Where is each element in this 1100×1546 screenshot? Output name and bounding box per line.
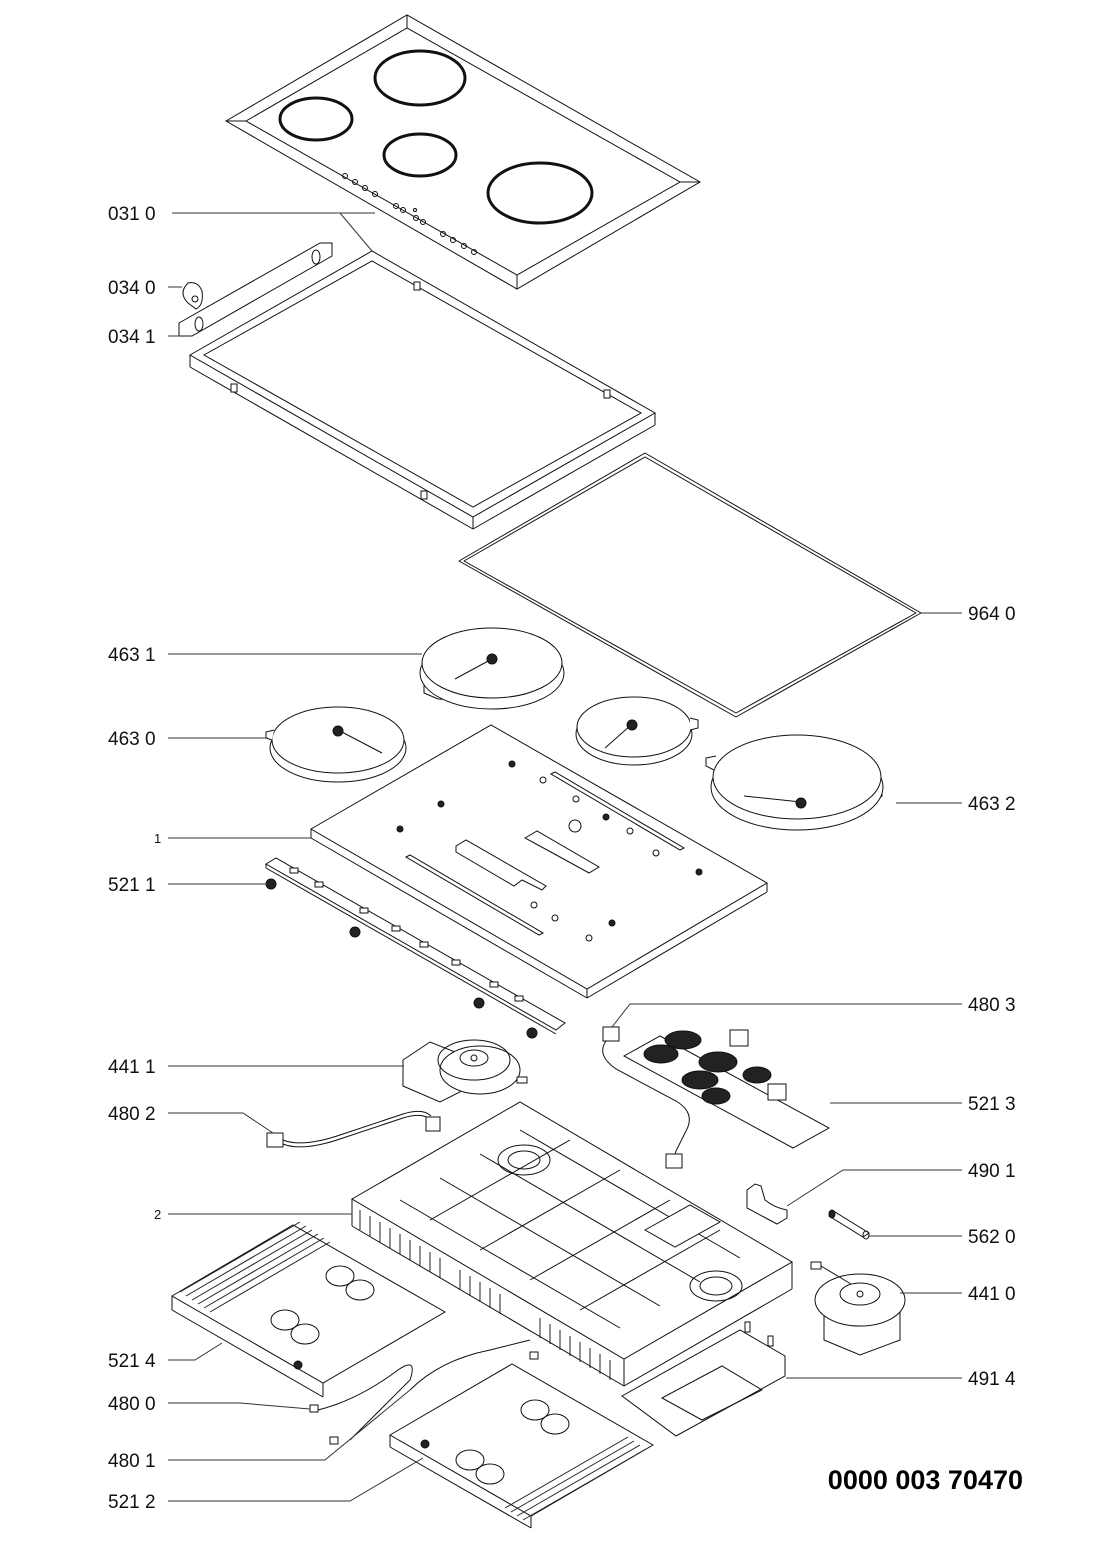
harness-4801-drawing <box>409 1339 539 1391</box>
label-5212[interactable]: 521 2 <box>108 1492 156 1513</box>
label-0310[interactable]: 031 0 <box>108 204 156 225</box>
leader-lines <box>168 212 962 1502</box>
power-module-5214-drawing <box>171 1221 447 1398</box>
control-strip-drawing <box>265 857 566 1039</box>
housing-fins <box>359 1210 611 1380</box>
label-4632[interactable]: 463 2 <box>968 794 1016 815</box>
label-4411[interactable]: 441 1 <box>108 1057 156 1078</box>
part-labels: 031 0 034 0 034 1 964 0 463 1 463 0 463 … <box>108 204 1016 1513</box>
label-0340[interactable]: 034 0 <box>108 278 156 299</box>
power-module-5212-drawing <box>389 1363 654 1529</box>
hob-top-drawing <box>225 14 702 290</box>
harness-4800-drawing <box>309 1364 413 1445</box>
label-9640[interactable]: 964 0 <box>968 604 1016 625</box>
label-4802[interactable]: 480 2 <box>108 1104 156 1125</box>
frame-drawing <box>188 250 657 530</box>
coil-4631-drawing <box>419 627 565 710</box>
leader-4801 <box>168 1389 411 1461</box>
fan-4410-drawing <box>810 1261 906 1356</box>
label-4801[interactable]: 480 1 <box>108 1451 156 1472</box>
filter-board-drawing <box>602 1026 831 1169</box>
label-5620[interactable]: 562 0 <box>968 1227 1016 1248</box>
label-4901[interactable]: 490 1 <box>968 1161 1016 1182</box>
coil-4632-drawing <box>705 734 884 831</box>
leader-4802 <box>168 1112 274 1134</box>
label-4803[interactable]: 480 3 <box>968 995 1016 1016</box>
leader-4803 <box>611 1003 962 1028</box>
cover-plate-drawing <box>621 1321 786 1437</box>
label-4914[interactable]: 491 4 <box>968 1369 1016 1390</box>
label-4800[interactable]: 480 0 <box>108 1394 156 1415</box>
support-plate-drawing <box>310 724 768 999</box>
document-number: 0000 003 70470 <box>828 1465 1023 1495</box>
coil-4630-drawing <box>265 706 407 783</box>
label-1[interactable]: 1 <box>154 831 161 846</box>
label-5214[interactable]: 521 4 <box>108 1351 156 1372</box>
label-4630[interactable]: 463 0 <box>108 729 156 750</box>
label-5213[interactable]: 521 3 <box>968 1094 1016 1115</box>
clip-drawing <box>182 282 203 310</box>
bottom-housing-drawing <box>351 1101 793 1387</box>
cable-holder-drawing <box>746 1183 788 1225</box>
touch-control-marks <box>342 173 477 255</box>
housing-grid <box>399 1129 741 1329</box>
leader-4901 <box>786 1169 962 1207</box>
leader-5212 <box>168 1457 424 1502</box>
label-0341[interactable]: 034 1 <box>108 327 156 348</box>
leader-5214 <box>168 1342 223 1361</box>
label-4410[interactable]: 441 0 <box>968 1284 1016 1305</box>
fuse-drawing <box>828 1209 870 1240</box>
label-2[interactable]: 2 <box>154 1207 161 1222</box>
leader-0310 <box>172 212 373 252</box>
fan-4411-drawing <box>402 1039 528 1103</box>
label-4631[interactable]: 463 1 <box>108 645 156 666</box>
label-5211[interactable]: 521 1 <box>108 875 156 896</box>
harness-4802-drawing <box>266 1110 441 1148</box>
leader-4800 <box>168 1402 311 1410</box>
coil-4633-drawing <box>575 696 699 766</box>
